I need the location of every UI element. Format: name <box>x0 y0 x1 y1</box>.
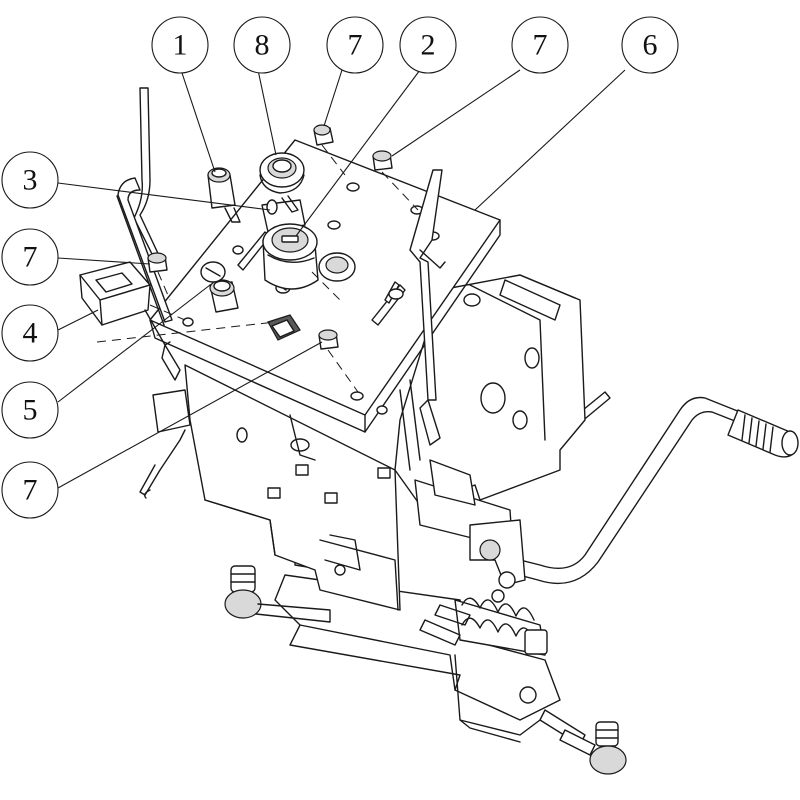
lower-left-tab <box>139 344 191 499</box>
callout-label: 7 <box>348 29 363 62</box>
connector-plug <box>79 261 171 346</box>
screw-terminal <box>200 261 239 313</box>
leader-lines <box>57 69 626 489</box>
callout-7-top-right: 7 <box>511 16 569 74</box>
callout-6: 6 <box>621 16 679 74</box>
callout-2: 2 <box>399 16 457 74</box>
ignition-switch <box>262 223 356 290</box>
right-ball-joint <box>539 709 627 775</box>
assembly-lines <box>96 144 419 393</box>
hex-bolt-left <box>147 252 168 273</box>
grommet-ring <box>259 152 305 194</box>
callout-1: 1 <box>151 16 209 74</box>
hex-bolt-top-right <box>372 150 393 171</box>
callout-7-bottom: 7 <box>1 461 59 519</box>
crank-handle <box>499 396 799 585</box>
callout-3: 3 <box>1 151 59 209</box>
callout-5: 5 <box>1 381 59 439</box>
main-housing <box>184 364 401 611</box>
callout-7-top-left: 7 <box>326 16 384 74</box>
base-bracket <box>274 574 561 743</box>
callout-label: 8 <box>255 29 270 62</box>
callout-label: 1 <box>173 29 188 62</box>
callout-label: 5 <box>23 394 38 427</box>
callout-8: 8 <box>233 16 291 74</box>
callout-label: 3 <box>23 164 38 197</box>
callout-7-left: 7 <box>1 228 59 286</box>
hex-bolt-top-left <box>313 124 334 146</box>
left-ball-joint <box>224 565 331 623</box>
callout-label: 4 <box>23 317 38 350</box>
callout-label: 6 <box>643 29 658 62</box>
side-rail-assembly <box>394 274 586 626</box>
callout-label: 2 <box>421 29 436 62</box>
callout-label: 7 <box>533 29 548 62</box>
callout-4: 4 <box>1 304 59 362</box>
right-rod <box>409 169 446 446</box>
callout-label: 7 <box>23 241 38 274</box>
hex-bolt-center <box>318 329 339 350</box>
callout-label: 7 <box>23 474 38 507</box>
